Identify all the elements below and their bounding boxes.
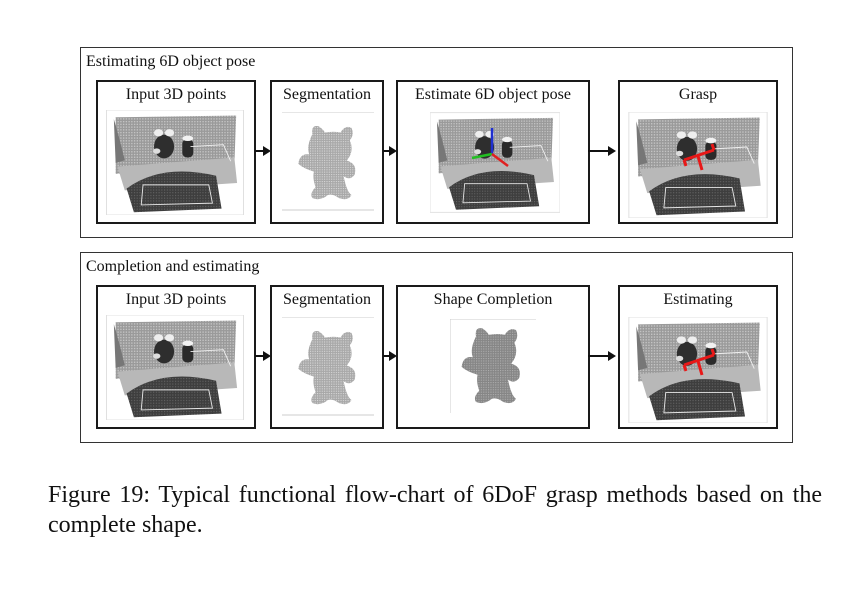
scene-with-grasp-image: [628, 317, 768, 423]
step-segmentation: Segmentation: [270, 285, 384, 429]
flow-arrow: [255, 146, 271, 156]
flow-arrow: [383, 146, 397, 156]
step-label: Input 3D points: [125, 86, 227, 103]
step-label: Input 3D points: [125, 291, 227, 308]
pipeline-title: Completion and estimating: [86, 258, 260, 275]
pipeline-estimating-6d-pose: Estimating 6D object pose Input 3D point…: [80, 47, 793, 238]
step-label: Segmentation: [283, 86, 371, 103]
flow-arrow: [588, 146, 616, 156]
pose-axis-x: [491, 153, 509, 167]
scene-with-grasp-image: [628, 112, 768, 218]
figure-caption: Figure 19: Typical functional flow-chart…: [48, 482, 822, 538]
step-grasp: Grasp: [618, 80, 778, 224]
step-label: Segmentation: [283, 291, 371, 308]
scene-point-cloud-image: [106, 315, 244, 420]
step-label: Estimating: [663, 291, 733, 308]
segmented-teddy-bear-image: [282, 112, 374, 212]
scene-with-pose-axes-image: [430, 110, 560, 215]
step-estimate-6d-pose: Estimate 6D object pose: [396, 80, 590, 224]
completed-teddy-bear-image: [450, 319, 536, 413]
step-input-3d-points: Input 3D points: [96, 80, 256, 224]
flow-arrow: [383, 351, 397, 361]
step-label: Grasp: [678, 86, 718, 103]
pipeline-completion-and-estimating: Completion and estimating Input 3D point…: [80, 252, 793, 443]
step-label: Shape Completion: [433, 291, 553, 308]
segmented-teddy-bear-image: [282, 317, 374, 417]
grasp-gripper: [682, 348, 716, 376]
step-shape-completion: Shape Completion: [396, 285, 590, 429]
pipeline-title: Estimating 6D object pose: [86, 53, 256, 70]
flow-arrow: [255, 351, 271, 361]
step-label: Estimate 6D object pose: [415, 86, 571, 103]
pose-axis-y: [471, 152, 493, 160]
grasp-gripper: [682, 143, 716, 171]
step-segmentation: Segmentation: [270, 80, 384, 224]
flow-arrow: [588, 351, 616, 361]
step-estimating: Estimating: [618, 285, 778, 429]
scene-point-cloud-image: [106, 110, 244, 215]
step-input-3d-points: Input 3D points: [96, 285, 256, 429]
